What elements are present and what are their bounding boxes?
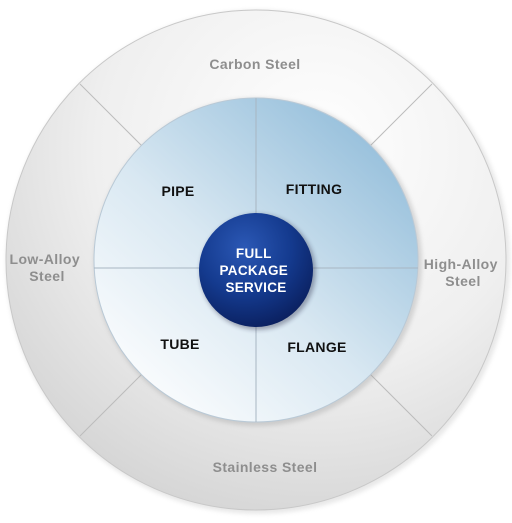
outer-label-low-alloy-line-1: Low-Alloy [10,251,80,267]
outer-label-stainless-steel: Stainless Steel [213,459,318,475]
outer-label-high-alloy-steel: High-Alloy Steel [424,256,502,289]
center-line-3: SERVICE [225,280,286,295]
outer-divider-top-left [79,83,143,147]
center-label: FULL PACKAGE SERVICE [219,245,292,295]
outer-label-low-alloy-line-2: Steel [29,268,64,284]
outer-label-high-alloy-line-2: Steel [445,273,480,289]
quadrant-label-pipe: PIPE [161,183,194,199]
outer-label-low-alloy-steel: Low-Alloy Steel [10,251,85,284]
quadrant-label-fitting: FITTING [286,181,343,197]
quadrant-label-tube: TUBE [160,336,199,352]
center-line-2: PACKAGE [219,263,288,278]
center-line-1: FULL [236,246,272,261]
center-circle [199,213,313,327]
outer-divider-bottom-left [79,373,143,437]
quadrant-label-flange: FLANGE [287,339,346,355]
outer-divider-top-right [369,83,433,147]
outer-label-carbon-steel: Carbon Steel [209,56,300,72]
outer-divider-bottom-right [369,373,433,437]
outer-label-high-alloy-line-1: High-Alloy [424,256,498,272]
